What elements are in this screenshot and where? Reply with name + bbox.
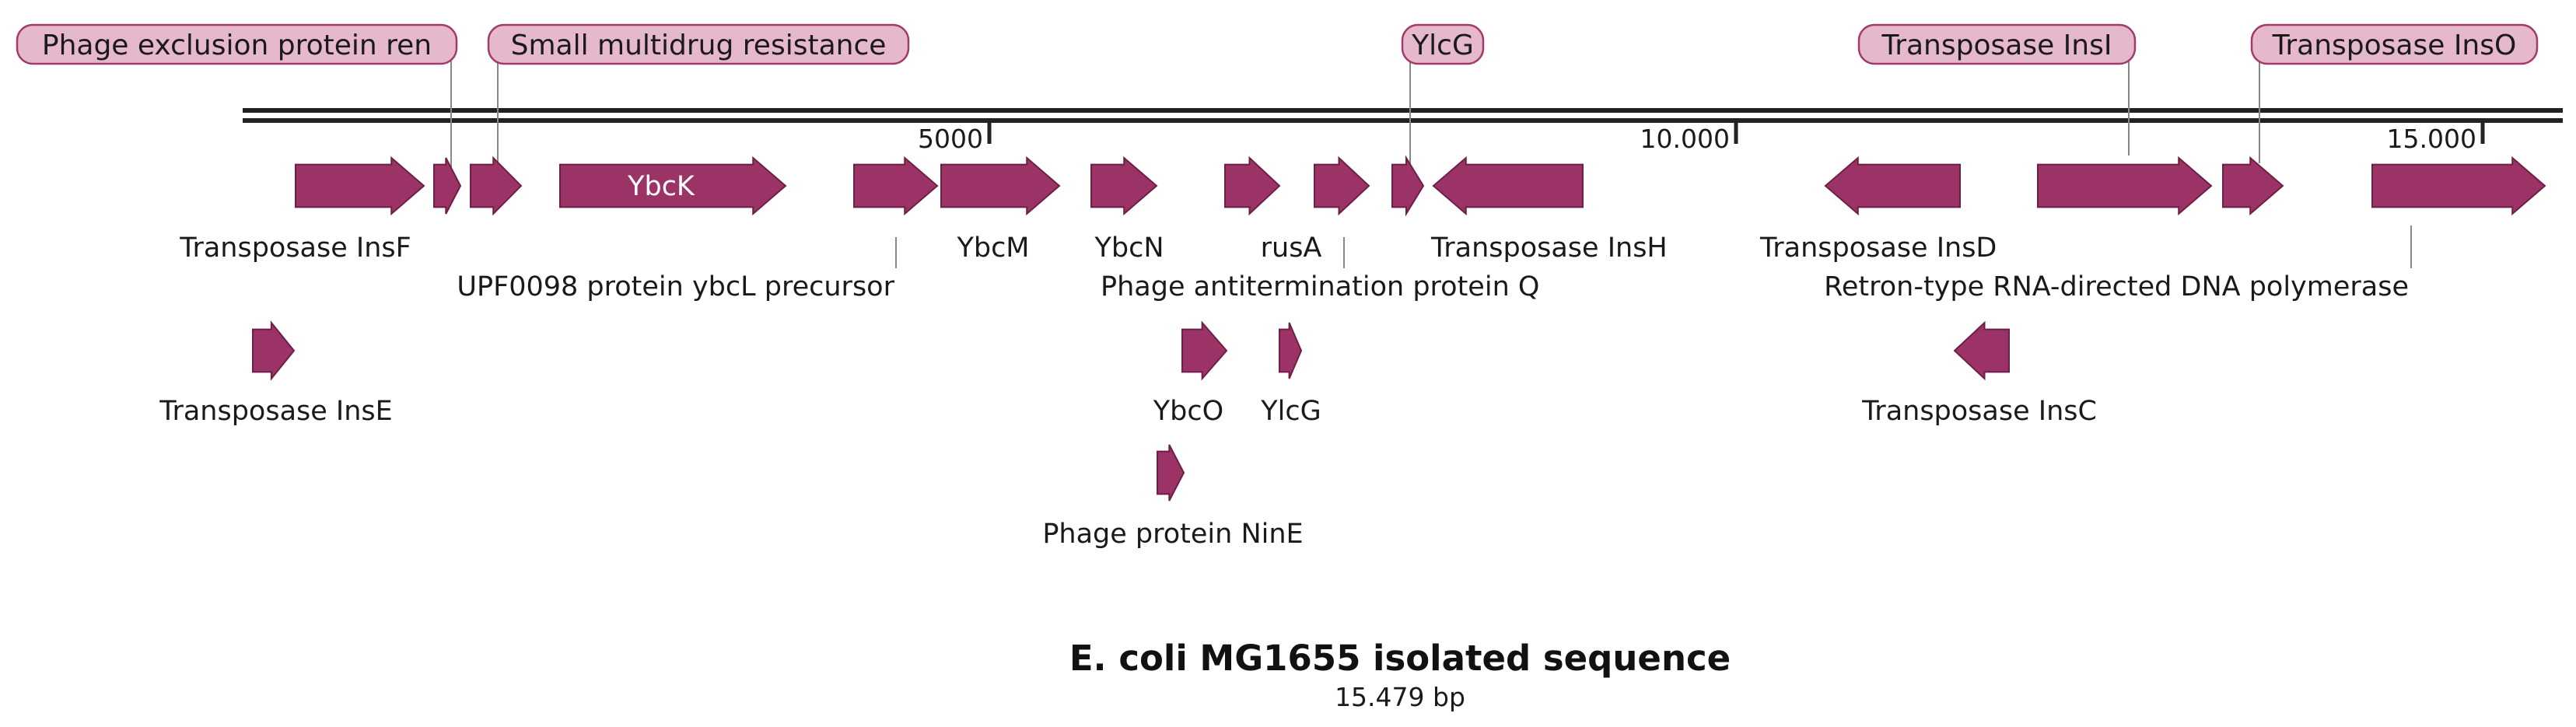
tick-label: 15.000 [2387,124,2476,154]
feature-label-ybco: YbcO [1153,396,1223,427]
callout-box-phage-exclusion-protein-ren[interactable] [16,23,458,65]
feature-arrow-retron-type-rna-directed-dna-polymerase[interactable] [2371,156,2546,216]
ruler-ticks: 5000 10.000 15.000 [918,121,2485,154]
feature-arrow-ylcg[interactable] [1391,155,1425,217]
feature-arrow-transposase-inse[interactable] [252,320,296,381]
feature-arrow-transposase-insh[interactable] [1432,156,1584,216]
tick-label: 10.000 [1640,124,1730,154]
feature-label-transposase-insh: Transposase InsH [1430,232,1668,264]
feature-labels: Transposase InsF YbcK UPF0098 protein ybcL… [159,171,2409,550]
feature-arrow-phage-protein-nine[interactable] [1157,444,1185,502]
feature-label-retron-type-rna-directed-dna-polymerase: Retron-type RNA-directed DNA polymerase [1824,271,2409,302]
feature-arrow-ybck[interactable] [559,156,787,216]
feature-arrow-ybcm[interactable] [940,156,1061,216]
feature-label-transposase-insd: Transposase InsD [1759,232,1997,264]
feature-arrow-rusa[interactable] [1224,156,1281,216]
sequence-length: 15.479 bp [1335,682,1465,712]
callout-label-transposase-inso: Transposase InsO [2272,30,2517,61]
feature-arrow-ylcg[interactable] [1279,322,1303,379]
feature-arrow-transposase-insd[interactable] [1824,156,1961,216]
callout-box-transposase-inso[interactable] [2250,23,2539,65]
callout-label-phage-exclusion-protein-ren: Phage exclusion protein ren [42,30,432,61]
feature-label-transposase-insc: Transposase InsC [1861,396,2097,427]
callout-box-small-multidrug-resistance[interactable] [487,23,910,65]
feature-label-rusa: rusA [1261,232,1322,264]
feature-track [252,155,2546,502]
sequence-backbone [243,108,2563,123]
feature-callouts: Phage exclusion protein ren Small multidr… [16,23,2539,65]
feature-arrow-upf0098-protein-ybcl-precursor[interactable] [853,156,939,216]
callout-box-transposase-insi[interactable] [1857,23,2137,65]
feature-label-transposase-inse: Transposase InsE [159,396,393,427]
feature-arrow-ybcn[interactable] [1090,156,1158,216]
feature-label-ybcn: YbcN [1094,232,1164,264]
feature-label-ybcm: YbcM [956,232,1029,264]
feature-arrow-transposase-insc[interactable] [1953,320,2010,381]
map-title: E. coli MG1655 isolated sequence [1069,638,1731,679]
feature-label-ylcg: YlcG [1260,396,1321,427]
feature-label-phage-antitermination-protein-q: Phage antitermination protein Q [1101,271,1539,302]
feature-arrow-phage-antitermination-protein-q[interactable] [1314,156,1370,216]
feature-arrow-transposase-insf[interactable] [295,156,425,216]
tick-label: 5000 [918,124,983,154]
feature-label-ybck: YbcK [627,171,695,202]
feature-label-upf0098-protein-ybcl-precursor: UPF0098 protein ybcL precursor [457,271,894,302]
feature-arrow-transposase-insi[interactable] [2037,156,2213,216]
callout-label-small-multidrug-resistance: Small multidrug resistance [511,30,887,61]
leader-lines [450,61,2412,268]
callout-label-transposase-insi: Transposase InsI [1881,30,2112,61]
feature-label-phage-protein-nine: Phage protein NinE [1042,519,1303,550]
feature-arrow-ybco[interactable] [1181,320,1228,381]
callout-box-ylcg[interactable] [1401,23,1485,65]
callout-label-ylcg: YlcG [1411,30,1474,61]
feature-arrow-phage-exclusion-protein-ren[interactable] [433,157,462,215]
feature-arrow-small-multidrug-resistance[interactable] [470,156,523,216]
feature-label-transposase-insf: Transposase InsF [179,232,411,264]
feature-arrow-transposase-inso[interactable] [2222,156,2284,216]
